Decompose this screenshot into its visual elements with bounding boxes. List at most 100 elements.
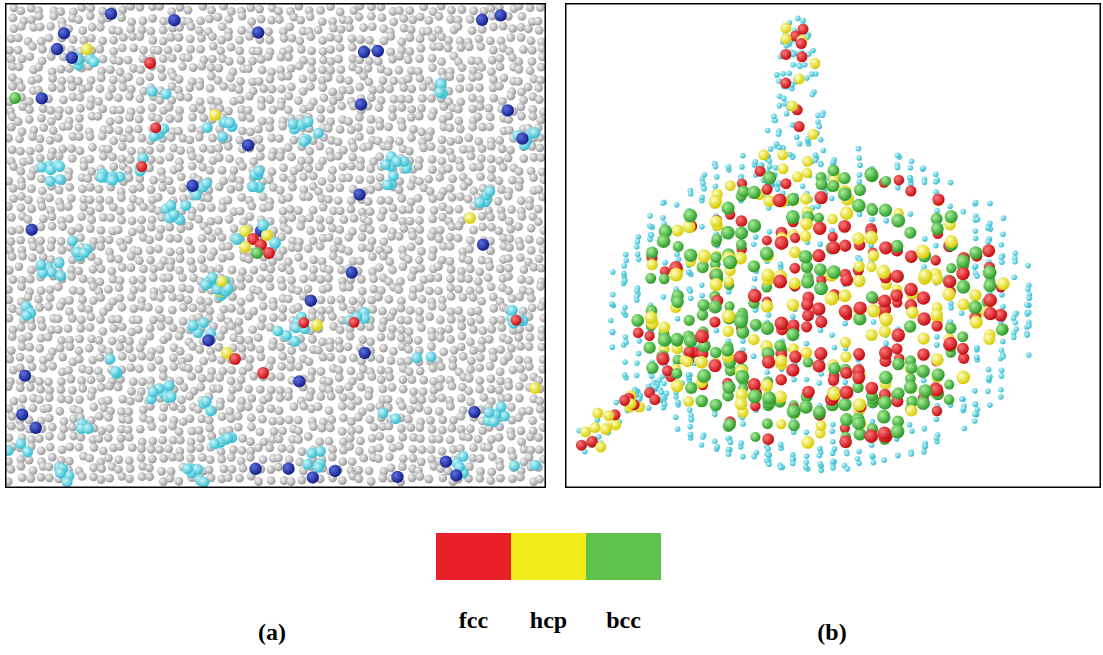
gray-atom <box>14 262 23 271</box>
gray-atom <box>189 304 198 313</box>
gray-atom <box>475 286 484 295</box>
gray-atom <box>407 243 416 252</box>
gray-atom <box>499 163 508 172</box>
gray-atom <box>404 336 413 345</box>
gray-atom <box>145 72 154 81</box>
gray-atom <box>134 315 143 324</box>
gray-atom <box>138 352 147 361</box>
gray-atom <box>68 314 77 323</box>
gray-atom <box>487 142 496 151</box>
gray-atom <box>498 97 507 106</box>
gray-atom <box>419 83 428 92</box>
gray-atom <box>469 346 478 355</box>
gray-atom <box>388 105 397 114</box>
gray-atom <box>28 362 37 371</box>
gray-atom <box>517 33 526 42</box>
gray-atom <box>86 195 95 204</box>
gray-atom <box>227 43 236 52</box>
gray-atom <box>324 73 333 82</box>
gray-atom <box>456 192 465 201</box>
gray-atom <box>235 36 244 45</box>
gray-atom <box>428 214 437 223</box>
gray-atom <box>195 26 204 35</box>
gray-atom <box>206 84 215 93</box>
gray-atom <box>336 75 345 84</box>
gray-atom <box>137 134 146 143</box>
gray-atom <box>467 152 476 161</box>
gray-atom <box>154 46 163 55</box>
gray-atom <box>517 196 526 205</box>
gray-atom <box>368 252 377 261</box>
gray-atom <box>415 315 424 324</box>
gray-atom <box>136 106 145 115</box>
gray-atom <box>125 345 134 354</box>
gray-atom <box>387 332 396 341</box>
gray-atom <box>526 3 535 12</box>
gray-atom <box>256 152 265 161</box>
gray-atom <box>106 65 115 74</box>
gray-atom <box>275 15 284 24</box>
gray-atom <box>75 355 84 364</box>
gray-atom <box>165 273 174 282</box>
gray-atom <box>218 166 227 175</box>
gray-atom <box>414 336 423 345</box>
gray-atom <box>56 344 65 353</box>
gray-atom <box>477 63 486 72</box>
gray-atom <box>515 356 524 365</box>
gray-atom <box>74 346 83 355</box>
gray-atom <box>64 324 73 333</box>
gray-atom <box>376 173 385 182</box>
gray-atom <box>137 275 146 284</box>
gray-atom <box>146 324 155 333</box>
gray-atom <box>307 46 316 55</box>
gray-atom <box>286 363 295 372</box>
gray-atom <box>355 132 364 141</box>
gray-atom <box>186 245 195 254</box>
gray-atom <box>247 343 256 352</box>
gray-atom <box>476 42 485 51</box>
gray-atom <box>345 283 354 292</box>
gray-atom <box>259 84 268 93</box>
gray-atom <box>154 114 163 123</box>
gray-atom <box>126 363 135 372</box>
gray-atom <box>284 106 293 115</box>
gray-atom <box>125 173 134 182</box>
gray-atom <box>236 306 245 315</box>
gray-atom <box>397 194 406 203</box>
gray-atom <box>395 66 404 75</box>
gray-atom <box>378 13 387 22</box>
gray-atom <box>219 82 228 91</box>
gray-atom <box>17 182 26 191</box>
gray-atom <box>157 64 166 73</box>
gray-atom <box>487 282 496 291</box>
gray-atom <box>17 7 26 16</box>
gray-atom <box>84 174 93 183</box>
gray-atom <box>238 113 247 122</box>
gray-atom <box>54 314 63 323</box>
gray-atom <box>164 332 173 341</box>
gray-atom <box>290 136 299 145</box>
gray-atom <box>124 236 133 245</box>
gray-atom <box>125 92 134 101</box>
gray-atom <box>335 183 344 192</box>
gray-atom <box>287 34 296 43</box>
gray-atom <box>308 273 317 282</box>
gray-atom <box>447 6 456 15</box>
gray-atom <box>145 146 154 155</box>
gray-atom <box>114 126 123 135</box>
gray-atom <box>136 183 145 192</box>
gray-atom <box>8 82 17 91</box>
gray-atom <box>207 6 216 15</box>
gray-atom <box>265 175 274 184</box>
gray-atom <box>486 362 495 371</box>
gray-atom <box>246 128 255 137</box>
gray-atom <box>224 142 233 151</box>
gray-atom <box>258 66 267 75</box>
gray-atom <box>397 95 406 104</box>
gray-atom <box>224 107 233 116</box>
gray-atom <box>414 194 423 203</box>
gray-atom <box>79 274 88 283</box>
gray-atom <box>85 366 94 375</box>
gray-atom <box>196 45 205 54</box>
gray-atom <box>434 262 443 271</box>
